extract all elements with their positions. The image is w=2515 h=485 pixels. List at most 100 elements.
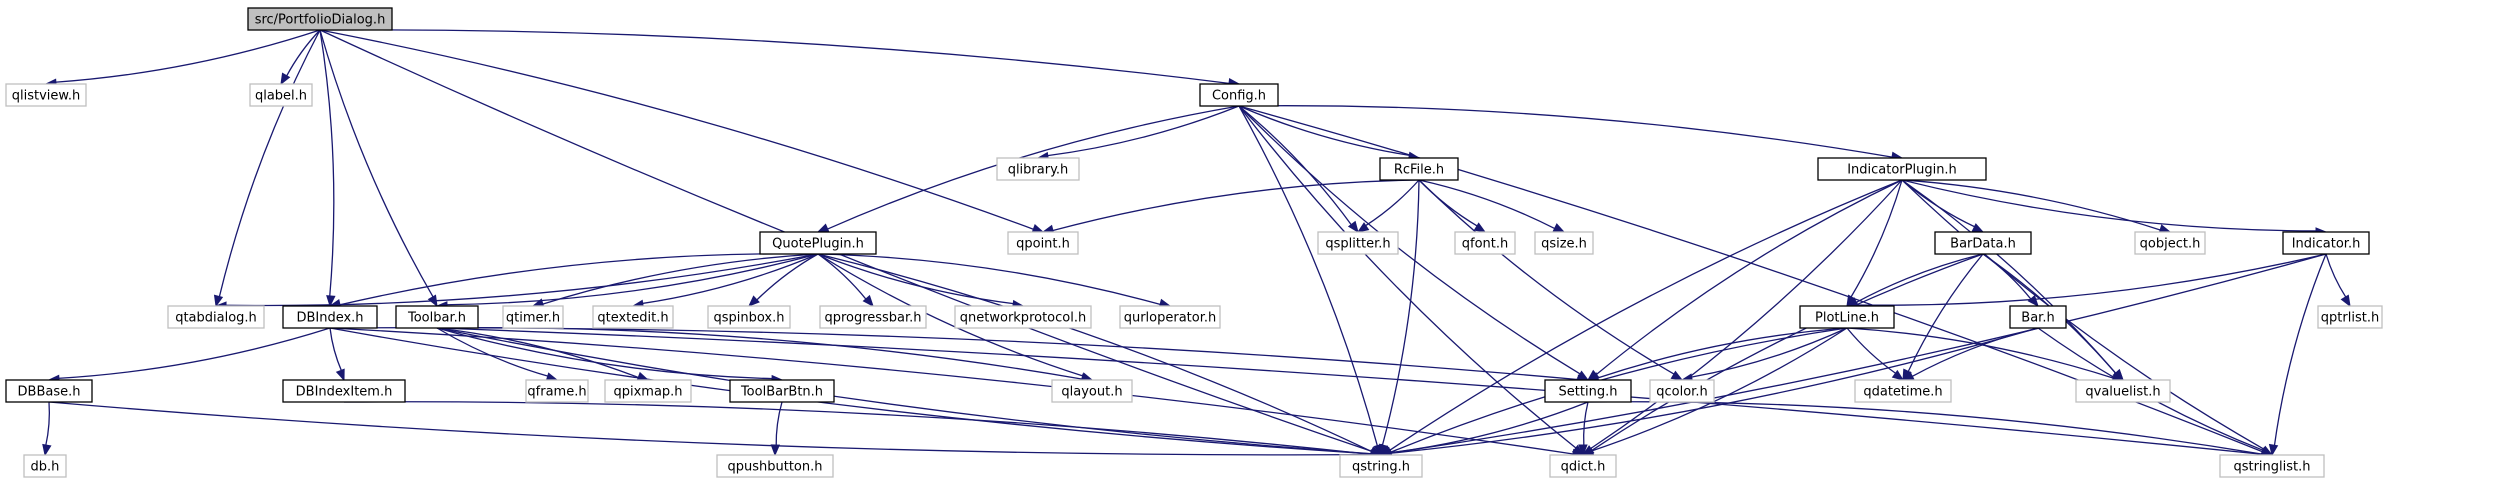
node-box	[1339, 454, 1423, 478]
node-box	[247, 7, 393, 31]
dependency-edge	[1581, 327, 1848, 457]
node-box	[592, 305, 674, 329]
edge-line	[1596, 327, 1848, 379]
node-box	[395, 305, 479, 329]
edge-line	[57, 327, 331, 380]
node-qdict-h: qdict.h	[1549, 454, 1617, 478]
node-qstring-h: qstring.h	[1339, 454, 1423, 478]
node-label: Config.h	[1212, 89, 1266, 104]
node-label: qtabdialog.h	[175, 311, 257, 326]
node-box	[2134, 231, 2206, 255]
node-qtextedit-h: qtextedit.h	[592, 305, 674, 329]
dependency-edge	[1982, 253, 2039, 308]
node-label: ToolBarBtn.h	[740, 385, 823, 400]
node-dbindexitem-h[interactable]: DBIndexItem.h	[282, 379, 406, 403]
node-quoteplugin-h[interactable]: QuotePlugin.h	[759, 231, 877, 255]
node-box	[2009, 305, 2067, 329]
dependency-edge	[1680, 327, 1848, 383]
node-label: PlotLine.h	[1815, 311, 1879, 326]
edge-line	[2273, 253, 2327, 447]
node-toolbar-h[interactable]: Toolbar.h	[395, 305, 479, 329]
dependency-edge	[1901, 179, 2172, 234]
dependency-edge	[817, 253, 874, 308]
dependency-edge	[44, 29, 321, 88]
edge-line	[319, 29, 435, 299]
edge-line	[817, 253, 1162, 306]
node-label: src/PortfolioDialog.h	[255, 13, 386, 28]
node-config-h[interactable]: Config.h	[1199, 83, 1279, 107]
node-label: Bar.h	[2021, 311, 2054, 326]
node-box	[1817, 157, 1987, 181]
node-label: qurloperator.h	[1124, 311, 1217, 326]
edge-line	[641, 253, 819, 305]
node-box	[1854, 379, 1952, 403]
node-label: qvaluelist.h	[2085, 385, 2160, 400]
dependency-edge	[436, 327, 1094, 383]
edge-line	[1846, 327, 1897, 375]
edge-line	[1583, 401, 1589, 447]
node-label: qsplitter.h	[1325, 237, 1390, 252]
node-indicatorplugin-h[interactable]: IndicatorPlugin.h	[1817, 157, 1987, 181]
node-src-portfoliodialog-h[interactable]: src/PortfolioDialog.h	[247, 7, 393, 31]
node-plotline-h[interactable]: PlotLine.h	[1799, 305, 1895, 329]
node-qurloperator-h: qurloperator.h	[1119, 305, 1221, 329]
edge-arrowhead	[1578, 444, 1588, 457]
edge-arrowhead	[862, 294, 874, 308]
edge-line	[436, 327, 1373, 455]
dependency-edge	[2325, 253, 2351, 308]
dependency-edge	[1845, 253, 2327, 311]
dependency-edge	[1846, 327, 1905, 381]
edge-arrowhead	[636, 371, 650, 381]
node-label: qptrlist.h	[2321, 311, 2379, 326]
edge-line	[1389, 253, 2327, 454]
node-rcfile-h[interactable]: RcFile.h	[1379, 157, 1459, 181]
edge-line	[1855, 253, 1984, 304]
edge-arrowhead	[1552, 223, 1566, 233]
node-bar-h[interactable]: Bar.h	[2009, 305, 2067, 329]
node-indicator-h[interactable]: Indicator.h	[2282, 231, 2370, 255]
dependency-edges	[42, 29, 2351, 460]
node-box	[1649, 379, 1715, 403]
node-qcolor-h: qcolor.h	[1649, 379, 1715, 403]
node-box	[996, 157, 1080, 181]
node-toolbarbtn-h[interactable]: ToolBarBtn.h	[729, 379, 835, 403]
node-box	[729, 379, 835, 403]
node-label: BarData.h	[1950, 237, 2016, 252]
edge-arrowhead	[1670, 370, 1684, 381]
edge-line	[1901, 179, 2318, 232]
node-qlibrary-h: qlibrary.h	[996, 157, 1080, 181]
edge-line	[319, 29, 335, 298]
dependency-edge	[319, 29, 336, 308]
node-label: DBIndex.h	[296, 311, 363, 326]
node-setting-h[interactable]: Setting.h	[1544, 379, 1632, 403]
dependency-edge	[319, 29, 1045, 233]
node-dbindex-h[interactable]: DBIndex.h	[282, 305, 378, 329]
node-qpixmap-h: qpixmap.h	[604, 379, 692, 403]
edge-line	[218, 29, 321, 298]
node-box	[1317, 231, 1399, 255]
edge-line	[775, 401, 783, 447]
dependency-edge	[42, 401, 52, 457]
edge-line	[826, 105, 1240, 231]
node-label: qlayout.h	[1061, 385, 1122, 400]
edge-line	[1238, 105, 1578, 450]
dependency-edge	[1379, 401, 1589, 459]
edge-arrowhead	[280, 72, 291, 86]
edge-line	[329, 327, 1580, 381]
edge-line	[48, 401, 1373, 456]
edge-line	[1587, 401, 2264, 455]
node-qptrlist-h: qptrlist.h	[2317, 305, 2383, 329]
node-label: qtextedit.h	[597, 311, 668, 326]
edge-arrowhead	[1347, 220, 1359, 234]
dependency-edge	[213, 29, 321, 308]
edge-line	[1595, 179, 1903, 376]
dependency-edge	[1418, 179, 1684, 381]
node-bardata-h[interactable]: BarData.h	[1934, 231, 2032, 255]
node-dbbase-h[interactable]: DBBase.h	[5, 379, 93, 403]
edge-line	[817, 253, 1085, 377]
node-box	[1199, 83, 1279, 107]
dependency-edge	[435, 253, 819, 311]
node-box	[759, 231, 877, 255]
edge-line	[338, 253, 819, 306]
